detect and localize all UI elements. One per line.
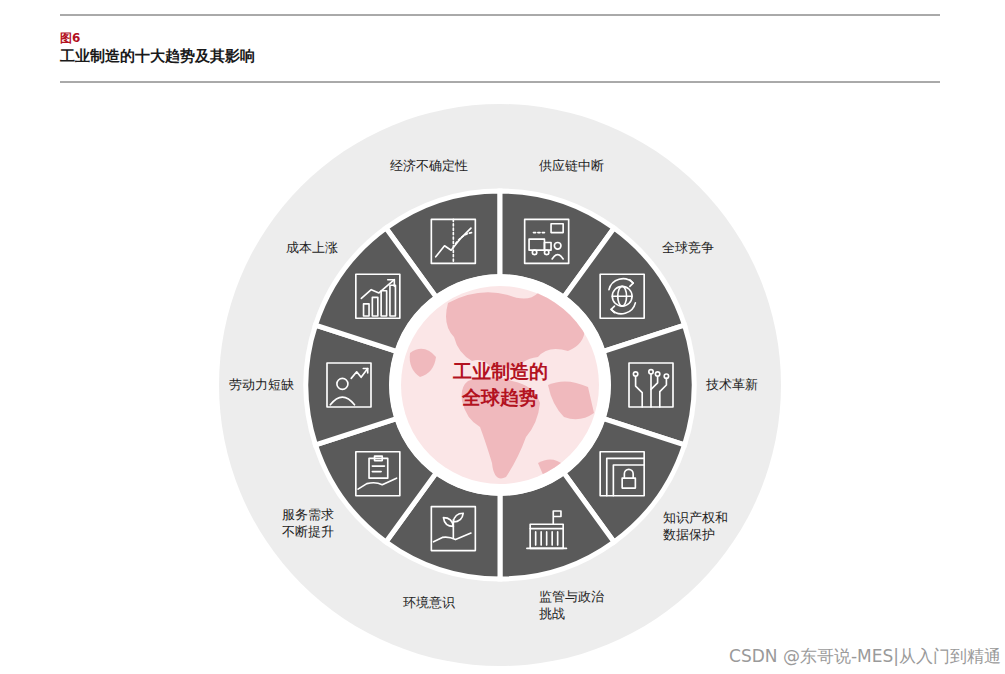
trend-icon bbox=[600, 452, 644, 496]
ring-sector bbox=[603, 325, 694, 445]
center-title: 工业制造的 全球趋势 bbox=[453, 359, 548, 410]
trend-label: 经济不确定性 bbox=[390, 158, 468, 175]
trend-label: 服务需求 不断提升 bbox=[282, 507, 334, 541]
figure-number: 图6 bbox=[60, 30, 80, 47]
trend-icon bbox=[527, 511, 567, 548]
trend-icon bbox=[600, 274, 644, 318]
trend-label: 技术革新 bbox=[706, 377, 758, 394]
ring-sector bbox=[306, 325, 397, 445]
globe-art bbox=[388, 273, 612, 497]
title-rule bbox=[60, 82, 940, 83]
trend-label: 环境意识 bbox=[403, 595, 455, 612]
outer-disc bbox=[219, 104, 781, 666]
watermark: CSDN @东哥说-MES|从入门到精通 bbox=[729, 645, 1001, 668]
trend-label: 全球竞争 bbox=[662, 240, 714, 257]
trend-icon bbox=[356, 274, 400, 318]
top-rule bbox=[60, 15, 940, 16]
trend-label: 监管与政治 挑战 bbox=[539, 589, 604, 623]
trend-icon bbox=[629, 363, 673, 407]
trend-icon bbox=[356, 452, 400, 496]
figure-title: 工业制造的十大趋势及其影响 bbox=[60, 47, 255, 66]
trend-icon bbox=[431, 507, 475, 551]
trend-label: 劳动力短缺 bbox=[229, 377, 294, 394]
trend-label: 供应链中断 bbox=[539, 158, 604, 175]
trend-icon bbox=[525, 219, 569, 263]
trend-label: 成本上涨 bbox=[286, 240, 338, 257]
trend-icon bbox=[327, 363, 371, 407]
center-globe: 工业制造的 全球趋势 bbox=[388, 273, 612, 497]
trend-icon bbox=[431, 219, 475, 263]
trend-label: 知识产权和 数据保护 bbox=[663, 510, 728, 544]
